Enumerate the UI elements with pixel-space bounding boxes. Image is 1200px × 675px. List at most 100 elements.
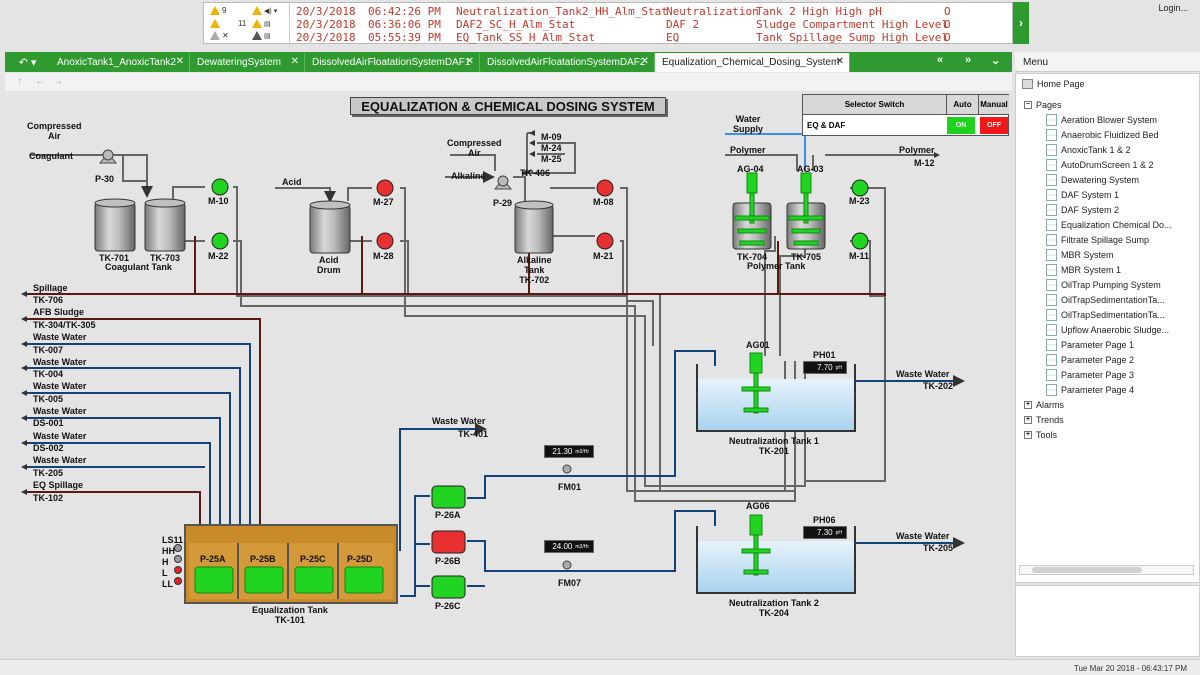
page-icon [1046,309,1057,321]
menu-horizontal-scrollbar[interactable] [1019,565,1194,575]
page-icon [1046,204,1057,216]
page-icon [1046,189,1057,201]
label-m08: M-08 [593,197,614,207]
menu-page-item[interactable]: Parameter Page 3 [1046,368,1134,382]
scroll-tabs-right-icon[interactable]: » [965,54,972,66]
menu-page-item[interactable]: Parameter Page 4 [1046,383,1134,397]
menu-page-label: OilTrap Pumping System [1061,280,1161,290]
tab-equalization[interactable]: Equalization_Chemical_Dosing_System✕ [655,53,850,72]
alarm-summary[interactable]: 9 ◀)▾ 11 ▤ ✕ ▤ [204,3,290,43]
tab-dewatering[interactable]: DewateringSystem✕ [190,53,305,72]
alarm-tag: EQ_Tank_SS_H_Alm_Stat [456,31,596,44]
label-ww5: Waste Water [33,431,87,441]
alarm-state: O [944,31,951,44]
page-icon [1046,159,1057,171]
alarm-area: EQ [666,31,680,44]
back-arrow-icon[interactable]: ← [35,76,45,87]
tab-daf2[interactable]: DissolvedAirFloatationSystemDAF2✕ [480,53,655,72]
label-ds002: DS-002 [33,443,64,453]
label-ww-out1: Waste Water [896,369,950,379]
label-ag01: AG01 [746,340,770,350]
menu-home-label: Home Page [1037,79,1085,89]
close-icon[interactable]: ✕ [465,56,474,67]
tab-list-chevron-icon[interactable]: ⌄ [991,55,1001,67]
menu-pages[interactable]: −Pages [1024,98,1062,112]
tab-bar: ↶ ▾ AnoxicTank1_AnoxicTank2✕ DewateringS… [5,52,1012,72]
label-m09: M-09 [541,132,562,142]
expand-icon[interactable]: + [1024,416,1032,424]
alarm-area: DAF 2 [666,18,700,31]
label-water-supply: Water Supply [733,114,764,134]
label-ww1: Waste Water [33,332,87,342]
label-ph06: PH06 [813,515,836,525]
menu-page-label: AutoDrumScreen 1 & 2 [1061,160,1154,170]
tab-daf1[interactable]: DissolvedAirFloatationSystemDAF1✕ [305,53,480,72]
menu-page-item[interactable]: AnoxicTank 1 & 2 [1046,143,1131,157]
menu-page-item[interactable]: DAF System 2 [1046,203,1119,217]
tab-anoxic[interactable]: AnoxicTank1_AnoxicTank2✕ [50,53,190,72]
menu-home[interactable]: Home Page [1022,77,1085,91]
collapse-icon[interactable]: − [1024,101,1032,109]
menu-page-item[interactable]: Anaerobic Fluidized Bed [1046,128,1159,142]
close-icon[interactable]: ✕ [835,56,844,67]
label-acid: Acid [282,177,302,187]
label-ph01: PH01 [813,350,836,360]
label-compressed-air-2: Compressed Air [447,138,502,158]
alarm-next-button[interactable]: › [1013,2,1029,44]
menu-page-label: OilTrapSedimentationTa... [1061,310,1165,320]
page-icon [1046,339,1057,351]
process-canvas: EQUALIZATION & CHEMICAL DOSING SYSTEM Se… [5,91,1012,657]
menu-trends[interactable]: +Trends [1024,413,1064,427]
fm01-unit: m3/Hr [575,448,589,455]
alarm-desc: Tank Spillage Sump High Level [756,31,949,44]
manual-header: Manual [979,95,1009,115]
label-tk102: TK-102 [33,493,64,503]
up-arrow-icon[interactable]: ↑ [17,76,22,87]
menu-alarms[interactable]: +Alarms [1024,398,1064,412]
ack-warning-icon [252,19,262,28]
menu-page-item[interactable]: Upflow Anaerobic Sludge... [1046,323,1169,337]
close-icon[interactable]: ✕ [640,56,649,67]
status-time: Tue Mar 20 2018 - 06:43:17 PM [1073,664,1187,673]
scroll-tabs-left-icon[interactable]: « [937,54,944,66]
label-polymer-tank: Polymer Tank [747,261,806,271]
menu-page-item[interactable]: MBR System [1046,248,1114,262]
alarm-area: Neutralization [666,5,759,18]
menu-page-item[interactable]: Filtrate Spillage Sump [1046,233,1149,247]
expand-icon[interactable]: + [1024,431,1032,439]
forward-arrow-icon[interactable]: → [53,76,63,87]
menu-page-item[interactable]: Dewatering System [1046,173,1139,187]
close-icon[interactable]: ✕ [175,56,184,67]
label-m11: M-11 [849,251,870,261]
page-icon [1046,144,1057,156]
expand-icon[interactable]: + [1024,401,1032,409]
menu-page-item[interactable]: OilTrapSedimentationTa... [1046,293,1165,307]
menu-page-item[interactable]: DAF System 1 [1046,188,1119,202]
menu-page-item[interactable]: Equalization Chemical Do... [1046,218,1172,232]
menu-page-item[interactable]: Parameter Page 2 [1046,353,1134,367]
warning-icon [210,19,220,28]
alarm-count-3: ✕ [222,31,229,40]
login-link[interactable]: Login... [1158,3,1188,13]
back-menu-button[interactable]: ↶ ▾ [5,52,50,72]
auto-on-button[interactable]: ON [947,117,975,134]
label-tk004: TK-004 [33,369,64,379]
scrollbar-thumb[interactable] [1032,567,1142,573]
menu-page-label: Anaerobic Fluidized Bed [1061,130,1159,140]
menu-page-item[interactable]: AutoDrumScreen 1 & 2 [1046,158,1154,172]
selector-value: EQ & DAF [807,121,846,130]
menu-page-item[interactable]: OilTrap Pumping System [1046,278,1161,292]
menu-page-item[interactable]: Aeration Blower System [1046,113,1157,127]
label-p26c: P-26C [435,601,461,611]
label-hh: HH [162,546,175,556]
menu-page-item[interactable]: Parameter Page 1 [1046,338,1134,352]
menu-tools[interactable]: +Tools [1024,428,1057,442]
menu-page-item[interactable]: MBR System 1 [1046,263,1121,277]
menu-page-item[interactable]: OilTrapSedimentationTa... [1046,308,1165,322]
close-icon[interactable]: ✕ [290,56,299,67]
manual-off-button[interactable]: OFF [980,117,1008,134]
